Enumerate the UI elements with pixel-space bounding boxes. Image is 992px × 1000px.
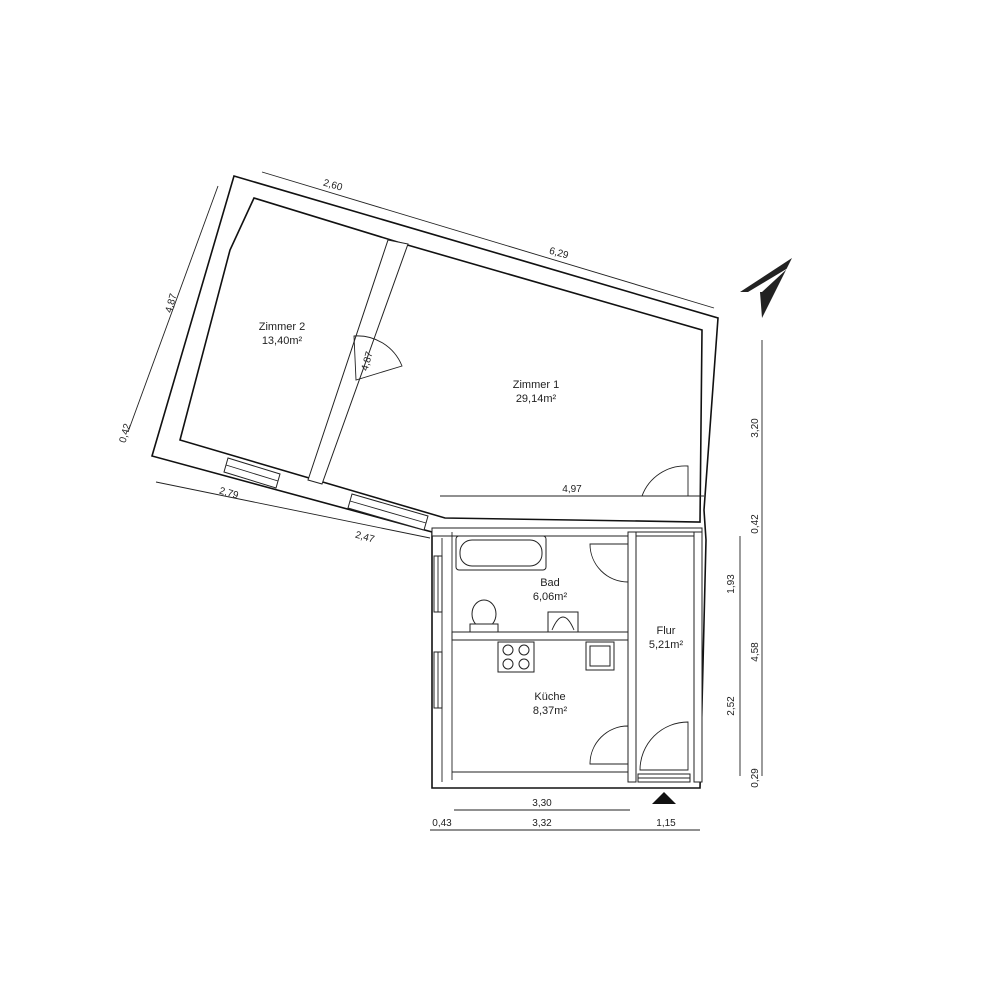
room-name-bad: Bad — [540, 577, 560, 589]
windows — [223, 457, 691, 783]
inner-wall — [307, 239, 409, 485]
dim-top-a: 2,60 — [322, 178, 344, 194]
room-name-zimmer2: Zimmer 2 — [259, 321, 305, 333]
dim-bottom-b: 2,47 — [354, 530, 376, 546]
room-area-flur: 5,21m² — [649, 639, 684, 651]
dimension-labels: 2,60 6,29 4,87 0,42 4,87 4,97 2,79 2,47 … — [118, 178, 761, 829]
dim-right-b: 0,42 — [750, 514, 761, 534]
dim-right-e: 2,52 — [726, 696, 737, 716]
dim-bottom-width-b: 3,32 — [532, 818, 552, 829]
stove — [497, 641, 535, 673]
dim-bottom-a: 2,79 — [218, 486, 240, 502]
room-name-zimmer1: Zimmer 1 — [513, 379, 559, 391]
dim-bottom-width-a: 3,30 — [532, 798, 552, 809]
room-area-zimmer2: 13,40m² — [262, 335, 303, 347]
entrance-triangle-icon — [652, 792, 676, 804]
dimension-lines — [127, 171, 763, 831]
dim-right-d: 4,58 — [750, 642, 761, 662]
dim-top-b: 6,29 — [548, 246, 570, 262]
dim-right-c: 1,93 — [726, 574, 737, 594]
room-name-kueche: Küche — [534, 691, 565, 703]
room-labels: Zimmer 2 13,40m² Zimmer 1 29,14m² Bad 6,… — [259, 321, 684, 717]
room-area-kueche: 8,37m² — [533, 705, 568, 717]
dim-right-f: 0,29 — [750, 768, 761, 788]
dim-bottom-wall: 0,43 — [432, 818, 452, 829]
dim-inner-horizontal: 4,97 — [562, 484, 582, 495]
fixtures — [455, 535, 615, 673]
dim-left-height: 4,87 — [164, 292, 180, 314]
north-arrow-icon — [740, 258, 792, 318]
dim-left-small: 0,42 — [118, 422, 134, 444]
dim-inner-wall: 4,87 — [360, 350, 376, 372]
room-area-bad: 6,06m² — [533, 591, 568, 603]
lower-block-walls — [431, 527, 703, 783]
washbasin — [547, 611, 579, 633]
room-name-flur: Flur — [657, 625, 676, 637]
room-area-zimmer1: 29,14m² — [516, 393, 557, 405]
dim-right-a: 3,20 — [750, 418, 761, 438]
dim-bottom-flur: 1,15 — [656, 818, 676, 829]
